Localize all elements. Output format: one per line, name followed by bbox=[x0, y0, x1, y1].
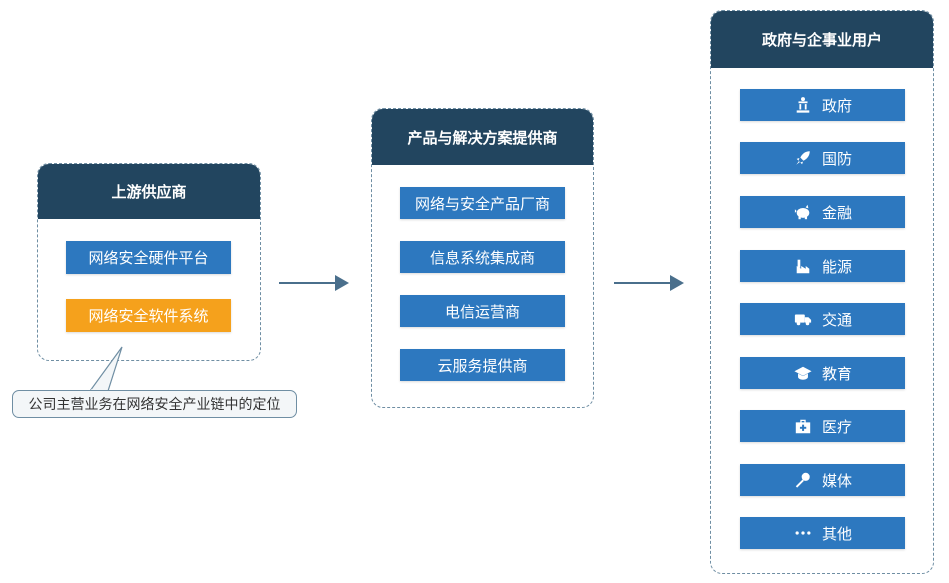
solutions-item-telecom-operators: 电信运营商 bbox=[400, 295, 565, 327]
users-item-finance: 金融 bbox=[740, 196, 905, 228]
users-item-energy: 能源 bbox=[740, 250, 905, 282]
users-item-transport: 交通 bbox=[740, 303, 905, 335]
flow-arrow-upstream-to-solutions bbox=[279, 275, 349, 291]
users-panel: 政府与企事业用户 政府 国防 金融 能源 交通 教育 bbox=[710, 10, 934, 574]
energy-plant-icon bbox=[793, 256, 813, 276]
users-item-label: 媒体 bbox=[821, 472, 852, 490]
users-item-label: 国防 bbox=[821, 150, 852, 168]
users-item-label: 其他 bbox=[821, 525, 852, 543]
flow-arrow-solutions-to-users bbox=[614, 275, 684, 291]
government-building-icon bbox=[793, 95, 813, 115]
truck-icon bbox=[793, 309, 813, 329]
users-item-label: 金融 bbox=[821, 204, 852, 222]
piggy-bank-icon bbox=[793, 202, 813, 222]
rocket-icon bbox=[793, 148, 813, 168]
solutions-title: 产品与解决方案提供商 bbox=[372, 109, 593, 165]
users-title: 政府与企事业用户 bbox=[711, 11, 933, 68]
solutions-panel: 产品与解决方案提供商 网络与安全产品厂商 信息系统集成商 电信运营商 云服务提供… bbox=[371, 108, 594, 408]
solutions-item-network-vendors: 网络与安全产品厂商 bbox=[400, 187, 565, 219]
callout-pointer bbox=[88, 346, 123, 392]
users-item-label: 交通 bbox=[821, 311, 852, 329]
users-item-medical: 医疗 bbox=[740, 410, 905, 442]
graduation-cap-icon bbox=[793, 363, 813, 383]
upstream-item-software: 网络安全软件系统 bbox=[66, 299, 231, 332]
users-item-education: 教育 bbox=[740, 357, 905, 389]
upstream-item-hardware: 网络安全硬件平台 bbox=[66, 241, 231, 274]
users-item-label: 政府 bbox=[821, 97, 852, 115]
users-item-other: 其他 bbox=[740, 517, 905, 549]
medical-kit-icon bbox=[793, 416, 813, 436]
users-item-government: 政府 bbox=[740, 89, 905, 121]
microphone-icon bbox=[793, 470, 813, 490]
solutions-item-cloud-providers: 云服务提供商 bbox=[400, 349, 565, 381]
upstream-title: 上游供应商 bbox=[38, 164, 260, 219]
users-item-label: 教育 bbox=[821, 365, 852, 383]
solutions-item-system-integrators: 信息系统集成商 bbox=[400, 241, 565, 273]
users-item-media: 媒体 bbox=[740, 464, 905, 496]
users-item-label: 医疗 bbox=[821, 418, 852, 436]
users-item-defense: 国防 bbox=[740, 142, 905, 174]
users-item-label: 能源 bbox=[821, 258, 852, 276]
ellipsis-icon bbox=[793, 523, 813, 543]
positioning-callout: 公司主营业务在网络安全产业链中的定位 bbox=[12, 390, 297, 418]
upstream-panel: 上游供应商 网络安全硬件平台 网络安全软件系统 bbox=[37, 163, 261, 361]
